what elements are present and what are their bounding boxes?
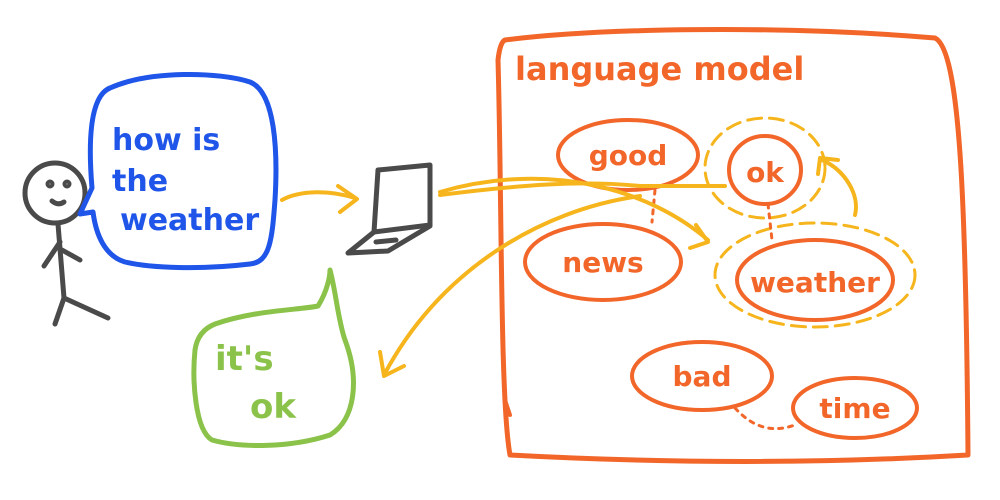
arrow-user-to-laptop: [280, 184, 359, 214]
user-bubble-line-2: the: [112, 164, 168, 199]
node-weather-label: weather: [750, 266, 880, 299]
stick-figure-icon: [22, 160, 111, 327]
language-model-box: language model: [495, 27, 971, 464]
node-time-label: time: [819, 392, 890, 425]
node-ok: ok: [703, 116, 827, 220]
user-bubble-line-1: how is: [112, 123, 220, 158]
node-links: [650, 188, 797, 431]
node-weather: weather: [713, 221, 917, 329]
reply-speech-bubble: it's ok: [191, 267, 356, 448]
node-good-label: good: [589, 139, 668, 172]
node-bad-label: bad: [673, 360, 732, 393]
node-news: news: [523, 222, 683, 302]
node-news-label: news: [562, 246, 643, 279]
node-bad: bad: [630, 340, 774, 412]
user-speech-bubble: how is the weather: [77, 71, 279, 271]
reply-bubble-line-2: ok: [250, 387, 297, 427]
node-ok-label: ok: [746, 156, 785, 189]
node-good: good: [556, 118, 700, 192]
laptop-icon: [345, 162, 433, 256]
language-model-title: language model: [515, 50, 804, 88]
user-bubble-line-3: weather: [120, 203, 259, 238]
reply-bubble-line-1: it's: [215, 339, 274, 379]
flow-arrows: [378, 156, 858, 378]
node-time: time: [791, 376, 919, 440]
